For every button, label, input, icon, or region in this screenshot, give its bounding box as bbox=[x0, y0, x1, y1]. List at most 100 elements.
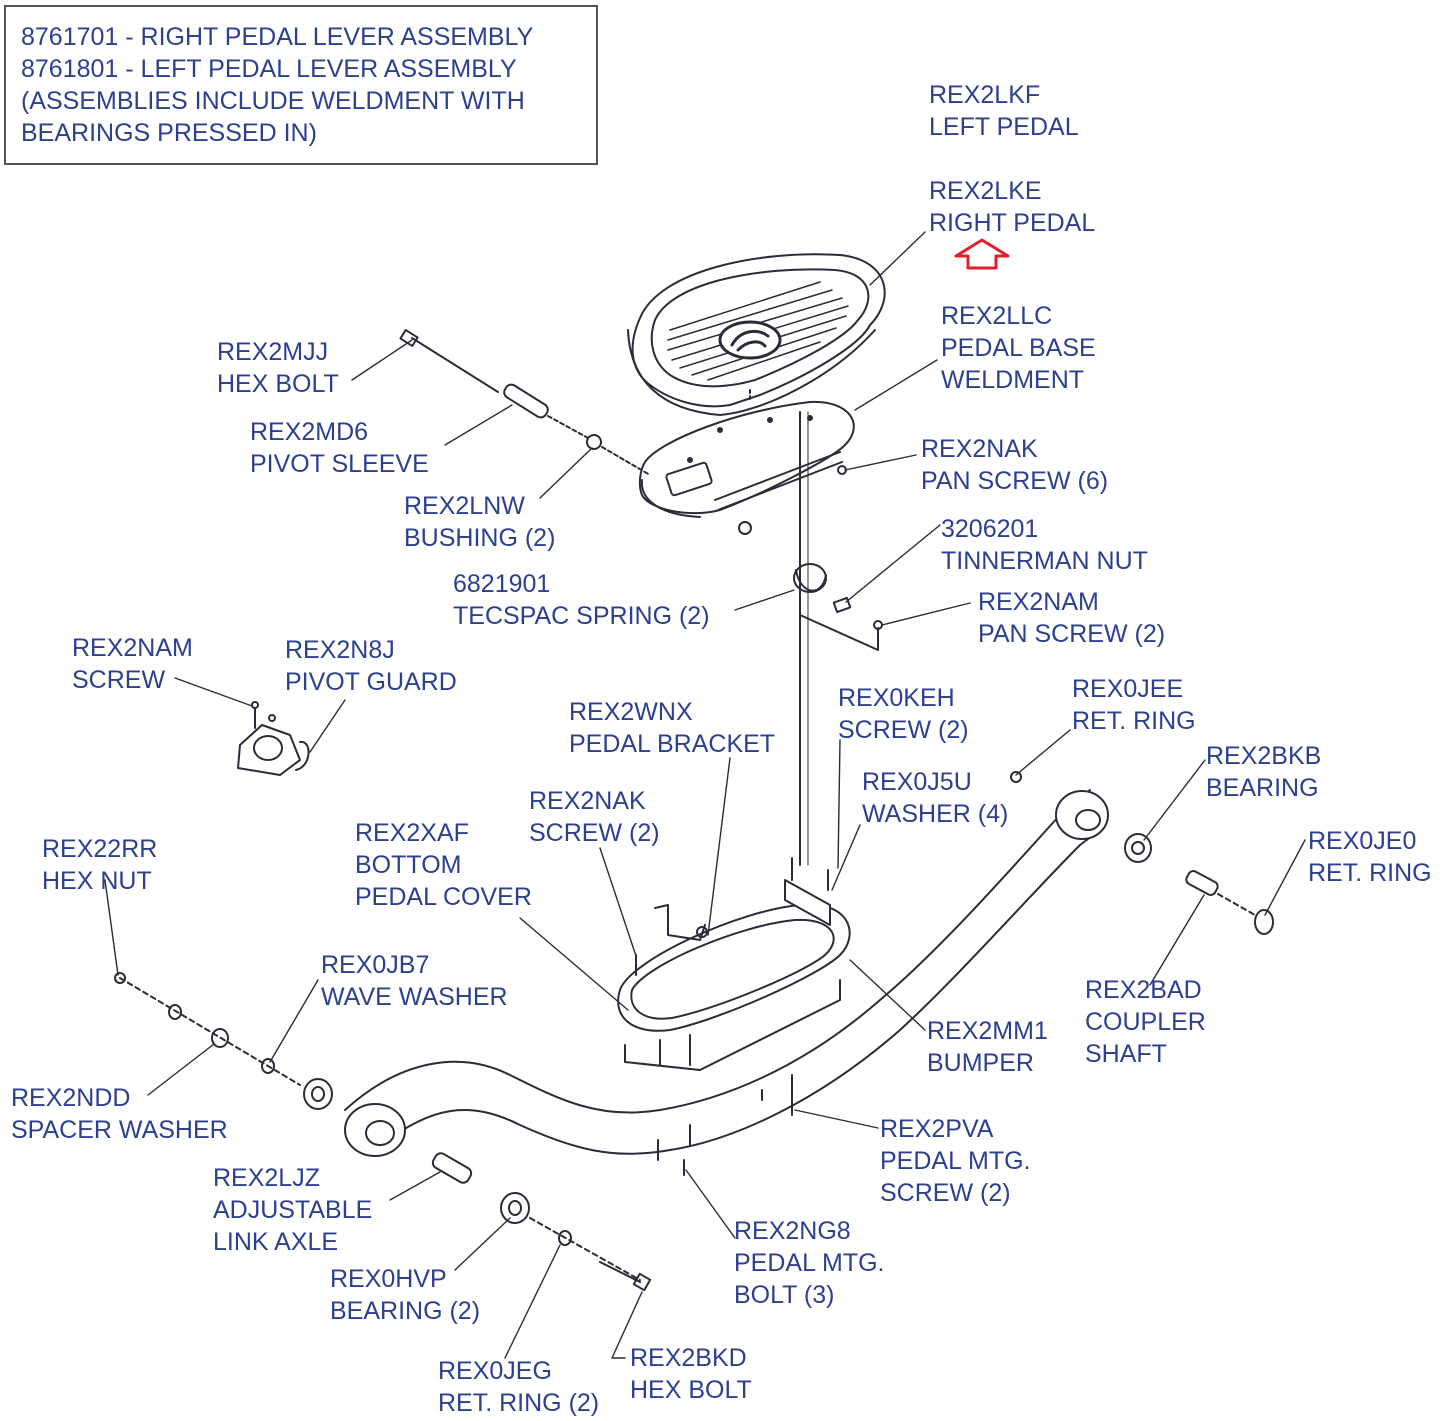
part-name: SPACER WASHER bbox=[11, 1116, 228, 1144]
right-pedal-part bbox=[627, 253, 886, 416]
label-pivot-guard: REX2N8J PIVOT GUARD bbox=[285, 634, 457, 698]
part-number: REX2NAM bbox=[72, 634, 193, 662]
part-number: REX2NAM bbox=[978, 588, 1099, 616]
label-bearing-bkb: REX2BKB BEARING bbox=[1206, 740, 1321, 804]
label-hex-bolt-top: REX2MJJ HEX BOLT bbox=[217, 336, 339, 400]
part-name: HEX BOLT bbox=[630, 1376, 752, 1404]
assembly-note-line-4: BEARINGS PRESSED IN) bbox=[21, 119, 317, 147]
part-name: RIGHT PEDAL bbox=[929, 209, 1096, 237]
part-number: 6821901 bbox=[453, 570, 551, 598]
part-name: HEX BOLT bbox=[217, 370, 339, 398]
pivot-guard-part bbox=[237, 701, 310, 776]
label-pedal-bracket: REX2WNX PEDAL BRACKET bbox=[569, 696, 775, 760]
part-number: REX2BKD bbox=[630, 1344, 747, 1372]
label-pan-screw-2: REX2NAM PAN SCREW (2) bbox=[978, 586, 1165, 650]
label-screw-keh: REX0KEH SCREW (2) bbox=[838, 682, 969, 746]
label-bottom-cover: REX2XAF BOTTOM PEDAL COVER bbox=[355, 817, 532, 913]
spring-and-nut-hardware bbox=[793, 411, 883, 866]
label-right-pedal: REX2LKE RIGHT PEDAL bbox=[929, 175, 1095, 239]
part-name: RET. RING bbox=[1072, 707, 1196, 735]
part-name: LEFT PEDAL bbox=[929, 113, 1079, 141]
label-hex-nut: REX22RR HEX NUT bbox=[42, 833, 157, 897]
part-number: REX2LLC bbox=[941, 302, 1053, 330]
label-pan-screw-6: REX2NAK PAN SCREW (6) bbox=[921, 433, 1108, 497]
part-number: REX2LJZ bbox=[213, 1164, 320, 1192]
part-name: SCREW bbox=[72, 666, 166, 694]
part-number: REX2MJJ bbox=[217, 338, 329, 366]
label-ret-ring-jeg: REX0JEG RET. RING (2) bbox=[438, 1355, 599, 1419]
part-name: BEARING (2) bbox=[330, 1297, 481, 1325]
part-name: SCREW (2) bbox=[838, 716, 969, 744]
part-name: BOLT (3) bbox=[734, 1281, 835, 1309]
part-number: REX2NAK bbox=[529, 787, 646, 815]
pedal-lever-arm bbox=[344, 789, 1109, 1157]
part-number: REX2PVA bbox=[880, 1115, 994, 1143]
label-wave-washer: REX0JB7 WAVE WASHER bbox=[321, 949, 508, 1013]
top-pivot-hardware bbox=[399, 329, 651, 476]
label-tecspac-spring: 6821901 TECSPAC SPRING (2) bbox=[453, 568, 710, 632]
part-number: REX2NG8 bbox=[734, 1217, 851, 1245]
part-number: REX0JEE bbox=[1072, 675, 1184, 703]
part-name: PIVOT SLEEVE bbox=[250, 450, 429, 478]
label-bearing-hvp: REX0HVP BEARING (2) bbox=[330, 1263, 480, 1327]
label-coupler-shaft: REX2BAD COUPLER SHAFT bbox=[1085, 974, 1206, 1070]
part-name: WELDMENT bbox=[941, 366, 1085, 394]
label-tinnerman-nut: 3206201 TINNERMAN NUT bbox=[941, 513, 1148, 577]
label-pedal-base: REX2LLC PEDAL BASE WELDMENT bbox=[941, 300, 1096, 396]
right-coupler-hardware bbox=[1010, 771, 1274, 935]
label-hex-bolt-bottom: REX2BKD HEX BOLT bbox=[630, 1342, 752, 1406]
part-number: REX0JB7 bbox=[321, 951, 430, 979]
label-bushing: REX2LNW BUSHING (2) bbox=[404, 490, 555, 554]
label-screw-nak: REX2NAK SCREW (2) bbox=[529, 785, 660, 849]
leader-lines bbox=[104, 231, 1306, 1359]
part-number: REX2MD6 bbox=[250, 418, 369, 446]
part-name: TINNERMAN NUT bbox=[941, 547, 1148, 575]
part-number: REX2BAD bbox=[1085, 976, 1202, 1004]
highlight-arrow-icon bbox=[954, 238, 1010, 270]
part-name: RET. RING (2) bbox=[438, 1389, 600, 1417]
part-name: PEDAL MTG. bbox=[734, 1249, 885, 1277]
part-name: WAVE WASHER bbox=[321, 983, 508, 1011]
assembly-note-line-3: (ASSEMBLIES INCLUDE WELDMENT WITH bbox=[21, 87, 525, 115]
pedal-base-weldment-part bbox=[638, 389, 855, 535]
part-number: REX2XAF bbox=[355, 819, 469, 847]
part-name: HEX NUT bbox=[42, 867, 152, 895]
assembly-note-line-1: 8761701 - RIGHT PEDAL LEVER ASSEMBLY bbox=[21, 23, 534, 51]
lower-axle-hardware bbox=[431, 1152, 652, 1292]
assembly-note-box: 8761701 - RIGHT PEDAL LEVER ASSEMBLY 876… bbox=[4, 5, 598, 165]
part-number: REX2LNW bbox=[404, 492, 525, 520]
part-name: BUSHING (2) bbox=[404, 524, 556, 552]
part-number: REX0J5U bbox=[862, 768, 972, 796]
part-number: REX0JEG bbox=[438, 1357, 552, 1385]
label-link-axle: REX2LJZ ADJUSTABLE LINK AXLE bbox=[213, 1162, 372, 1258]
part-name: BOTTOM bbox=[355, 851, 462, 879]
part-name: LINK AXLE bbox=[213, 1228, 339, 1256]
assembly-note-line-2: 8761801 - LEFT PEDAL LEVER ASSEMBLY bbox=[21, 55, 517, 83]
label-left-pedal: REX2LKF LEFT PEDAL bbox=[929, 79, 1079, 143]
part-name: BEARING bbox=[1206, 774, 1319, 802]
label-washer-j5u: REX0J5U WASHER (4) bbox=[862, 766, 1008, 830]
part-name: PAN SCREW (2) bbox=[978, 620, 1166, 648]
part-name: PIVOT GUARD bbox=[285, 668, 457, 696]
part-name: PAN SCREW (6) bbox=[921, 467, 1109, 495]
part-name: RET. RING bbox=[1308, 859, 1432, 887]
part-number: REX2LKE bbox=[929, 177, 1042, 205]
part-number: REX2LKF bbox=[929, 81, 1041, 109]
part-number: REX2BKB bbox=[1206, 742, 1322, 770]
part-number: REX2WNX bbox=[569, 698, 693, 726]
part-name: WASHER (4) bbox=[862, 800, 1009, 828]
label-spacer-washer: REX2NDD SPACER WASHER bbox=[11, 1082, 228, 1146]
label-ret-ring-je0: REX0JE0 RET. RING bbox=[1308, 825, 1432, 889]
part-name: PEDAL BASE bbox=[941, 334, 1096, 362]
label-pivot-sleeve: REX2MD6 PIVOT SLEEVE bbox=[250, 416, 429, 480]
part-number: REX2MM1 bbox=[927, 1017, 1048, 1045]
part-name: PEDAL BRACKET bbox=[569, 730, 776, 758]
label-screw-nam: REX2NAM SCREW bbox=[72, 632, 193, 696]
label-ret-ring-jee: REX0JEE RET. RING bbox=[1072, 673, 1196, 737]
part-number: REX0HVP bbox=[330, 1265, 447, 1293]
part-name: TECSPAC SPRING (2) bbox=[453, 602, 710, 630]
part-number: REX2NDD bbox=[11, 1084, 131, 1112]
label-bumper: REX2MM1 BUMPER bbox=[927, 1015, 1048, 1079]
